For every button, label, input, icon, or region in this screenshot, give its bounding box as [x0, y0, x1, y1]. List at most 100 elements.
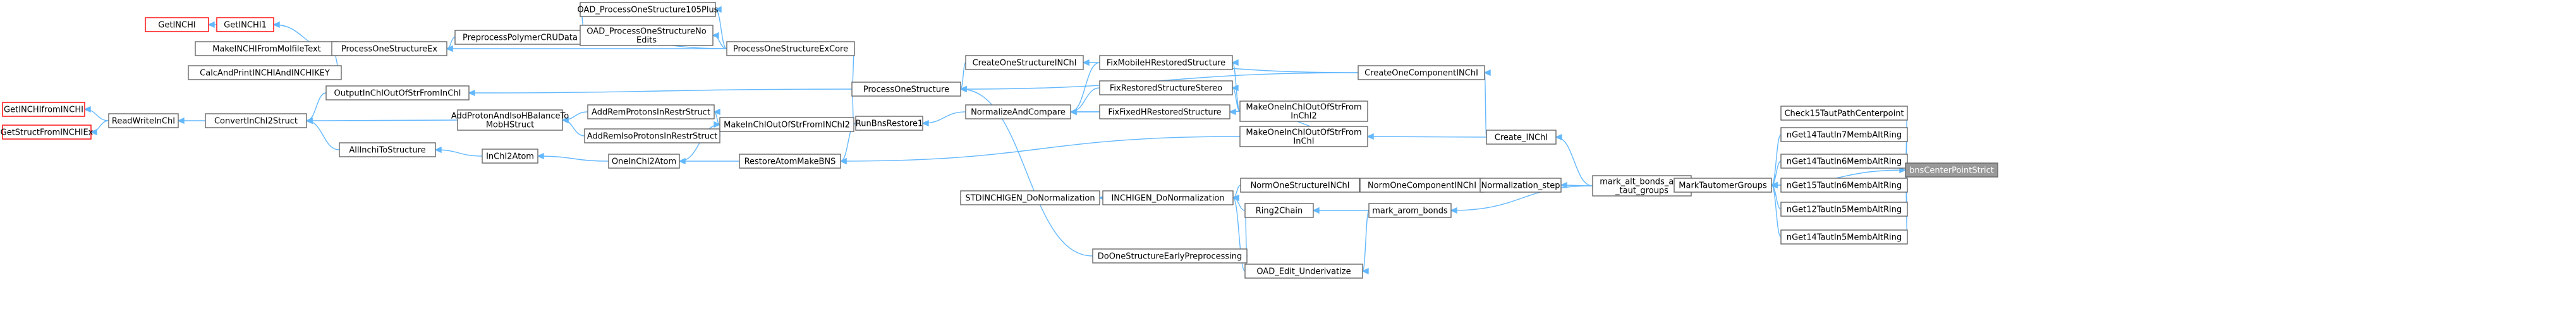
node-outputinchioutofstr[interactable]: OutputInChIOutOfStrFromInChI	[325, 85, 470, 100]
node-box	[331, 41, 447, 56]
arrowhead	[712, 32, 719, 39]
node-fixmobileh[interactable]: FixMobileHRestoredStructure	[1099, 55, 1233, 70]
node-nget14taut5[interactable]: nGet14TautIn5MembAltRing	[1780, 229, 1908, 245]
node-box	[726, 41, 855, 56]
arrowhead	[434, 146, 442, 154]
node-label: AddRemProtonsInRestrStruct	[592, 108, 710, 118]
node-restoreatommakebns[interactable]: RestoreAtomMakeBNS	[739, 154, 841, 169]
node-oad105plus[interactable]: OAD_ProcessOneStructure105Plus	[578, 2, 719, 17]
node-oadedit[interactable]: OAD_Edit_Underivatize	[1244, 264, 1363, 279]
node-makeinchifrommolfile[interactable]: MakeINCHIFromMolfileText	[195, 41, 339, 56]
node-label: AddProtonAndIsoHBalanceTo	[451, 112, 569, 121]
node-getinchi[interactable]: GetINCHI	[145, 17, 209, 32]
node-label: ProcessOneStructure	[863, 85, 949, 95]
node-box	[1102, 190, 1234, 205]
node-inchi2atom[interactable]: InChI2Atom	[482, 149, 538, 164]
node-fixrestoredstereo[interactable]: FixRestoredStructureStereo	[1099, 80, 1233, 95]
call-edge-makeoneinchioutofstrfrominchi-restoreatommakebns	[839, 136, 1241, 165]
node-nget14tauth6[interactable]: nGet14TautIn6MembAltRing	[1780, 154, 1908, 169]
node-normonecomponentinchi[interactable]: NormOneComponentINChI	[1359, 178, 1485, 193]
node-label: FixFixedHRestoredStructure	[1108, 108, 1221, 118]
node-oneinchi2atom[interactable]: OneInChI2Atom	[608, 154, 680, 169]
node-nget12taut5[interactable]: nGet12TautIn5MembAltRing	[1780, 202, 1908, 217]
node-markarombonds[interactable]: mark_arom_bonds	[1368, 203, 1452, 218]
call-edge-markarombonds-ring2chain	[1312, 207, 1370, 214]
edge-line	[1771, 134, 1782, 186]
call-edge-processonestructureexcore-processonestructureex	[446, 45, 727, 52]
call-edge-oadedit-inchigen	[1232, 194, 1246, 272]
node-createonecomponentinchi[interactable]: CreateOneComponentINChI	[1358, 65, 1485, 80]
node-label: Create_INChI	[1495, 133, 1548, 143]
node-label: STDINCHIGEN_DoNormalization	[965, 194, 1095, 204]
node-label: InChI2	[1291, 112, 1317, 121]
arrowhead	[446, 45, 453, 52]
node-doonestructure[interactable]: DoOneStructureEarlyPreprocessing	[1092, 248, 1248, 264]
node-getstructfrominchiex[interactable]: GetStructFromINCHIEx	[1, 125, 94, 140]
edge-line	[1771, 185, 1782, 238]
node-processonestructureex[interactable]: ProcessOneStructureEx	[331, 41, 447, 56]
node-box	[188, 65, 342, 80]
node-box	[1239, 100, 1368, 122]
node-check15taut[interactable]: Check15TautPathCenterpoint	[1780, 106, 1908, 121]
node-createonestructureinchi[interactable]: CreateOneStructureINChI	[965, 55, 1084, 70]
node-createinchi[interactable]: Create_INChI	[1486, 130, 1557, 145]
node-normalizationstep[interactable]: Normalization_step	[1479, 178, 1562, 193]
node-processonestructure[interactable]: ProcessOneStructure	[851, 82, 961, 97]
node-box	[1239, 126, 1368, 147]
node-preprocesspolymer[interactable]: PreprocessPolymerCRUData	[454, 30, 586, 45]
node-box	[851, 82, 961, 97]
arrowhead	[959, 85, 967, 93]
arrowhead	[1069, 108, 1077, 116]
node-label: mark_alt_bonds_and	[1600, 178, 1684, 187]
node-box	[339, 142, 436, 157]
arrowhead	[1361, 267, 1369, 275]
node-label: MakeINCHIFromMolfileText	[212, 45, 321, 54]
node-fixfixedh[interactable]: FixFixedHRestoredStructure	[1099, 104, 1230, 119]
node-bnscenterpoint: bnsCenterPointStrict	[1905, 162, 1998, 178]
node-processonestructureexcore[interactable]: ProcessOneStructureExCore	[726, 41, 855, 56]
edge-line	[840, 136, 1241, 162]
node-getinchi1[interactable]: GetINCHI1	[216, 17, 274, 32]
node-nget15tauth6[interactable]: nGet15TautIn6MembAltRing	[1780, 178, 1908, 193]
node-nget14tauth7[interactable]: nGet14TautIn7MembAltRing	[1780, 127, 1908, 142]
node-box	[855, 116, 923, 131]
call-edge-normalizeandcompare-runbnsrestore1	[921, 111, 966, 127]
arrowhead	[1899, 166, 1907, 174]
node-box	[457, 109, 563, 131]
node-makeinchioutofstrfrominchi2[interactable]: MakeInChIOutOfStrFromINChI2	[719, 117, 854, 132]
node-label: ProcessOneStructureEx	[341, 45, 437, 54]
node-label: CreateOneComponentINChI	[1364, 69, 1478, 78]
node-label: GetINCHI1	[224, 21, 267, 30]
arrowhead	[1366, 133, 1374, 140]
node-box	[1780, 202, 1908, 217]
node-marktautomergroups[interactable]: MarkTautomerGroups	[1674, 178, 1772, 193]
node-normalizeandcompare[interactable]: NormalizeAndCompare	[965, 104, 1071, 119]
node-box	[1358, 65, 1485, 80]
node-allinchitostructure[interactable]: AllInchiToStructure	[339, 142, 436, 157]
node-addremisoprotons[interactable]: AddRemIsoProtonsInRestrStruct	[584, 128, 720, 143]
edge-line	[715, 9, 727, 49]
node-addremprotons[interactable]: AddRemProtonsInRestrStruct	[587, 104, 715, 119]
call-edge-createinchi-createonecomponentinchi	[1483, 69, 1491, 138]
node-label: ConvertInChI2Struct	[214, 117, 298, 126]
node-box	[584, 128, 720, 143]
node-inchigen[interactable]: INCHIGEN_DoNormalization	[1102, 190, 1234, 205]
node-getinchifrominchi[interactable]: GetINCHIfromINCHI	[2, 102, 85, 117]
node-stdinchigen[interactable]: STDINCHIGEN_DoNormalization	[960, 190, 1100, 205]
call-edge-makeoneinchioutofstrfrominchi2-fixmobileh	[1231, 59, 1241, 112]
edge-line	[1771, 185, 1782, 210]
node-ring2chain[interactable]: Ring2Chain	[1244, 203, 1314, 218]
node-runbnsrestore1[interactable]: RunBnsRestore1	[855, 116, 923, 131]
node-label: AllInchiToStructure	[349, 146, 425, 155]
edge-line	[537, 155, 609, 162]
node-normonestructureinchi[interactable]: NormOneStructureINChI	[1240, 178, 1360, 193]
node-readwriteinchi[interactable]: ReadWriteInChI	[108, 113, 179, 128]
node-calcandprint[interactable]: CalcAndPrintINCHIAndINCHIKEY	[188, 65, 342, 80]
node-label: NormalizeAndCompare	[971, 108, 1066, 118]
node-box	[587, 104, 715, 119]
node-convertinchi2struct[interactable]: ConvertInChI2Struct	[205, 113, 307, 128]
